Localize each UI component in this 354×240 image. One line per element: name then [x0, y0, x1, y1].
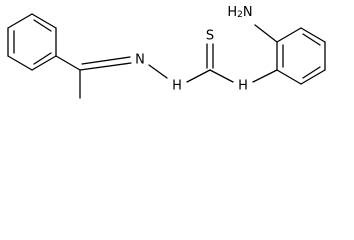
nh-label: H [238, 79, 248, 94]
imine-double-bond [81, 56, 131, 65]
bond [7, 13, 33, 29]
bond [276, 69, 302, 85]
double-bond-inner [302, 66, 321, 79]
aminophenyl-ring [276, 27, 326, 85]
phenyl-ring [7, 13, 57, 71]
bond [31, 13, 57, 29]
bond [7, 55, 33, 71]
bond [31, 55, 57, 71]
nitrogen-label: N [135, 53, 145, 68]
imine-double-bond [79, 62, 132, 71]
bond [252, 69, 278, 83]
double-bond-inner [33, 52, 52, 65]
bond [300, 27, 326, 43]
bond [148, 64, 168, 79]
nh-label: H [172, 79, 182, 94]
bond [186, 69, 211, 83]
sulfur-label: S [206, 29, 214, 44]
bond [55, 55, 81, 71]
bond [276, 27, 302, 43]
amine-bond [254, 24, 278, 43]
double-bond-inner [33, 19, 52, 32]
bond [209, 69, 234, 83]
bond [300, 69, 326, 85]
amine-label: H2N [227, 5, 252, 21]
double-bond-inner [302, 33, 321, 46]
molecule-structure: N H S H H2N [7, 5, 326, 99]
